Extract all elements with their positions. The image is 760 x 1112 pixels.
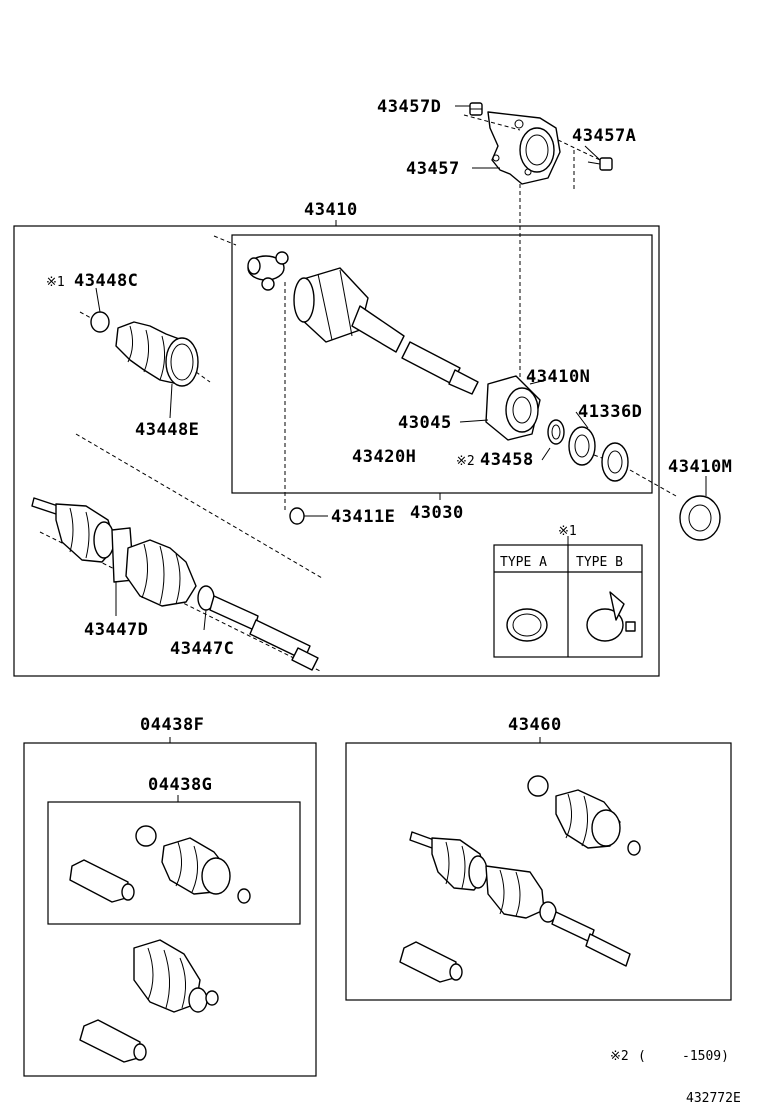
footer-note-text: -1509)	[682, 1049, 729, 1064]
label-43420H: 43420H	[352, 447, 416, 467]
label-43448E: 43448E	[135, 420, 199, 440]
footer-note-mark: ※2	[610, 1049, 629, 1064]
type-b-label: TYPE B	[576, 555, 623, 570]
note1-mark-43448C: ※1	[46, 275, 65, 290]
inboard-joint-housing	[293, 267, 479, 395]
label-04438G: 04438G	[148, 775, 212, 795]
diagram-id: 432772E	[686, 1091, 741, 1106]
outboard-shaft	[31, 497, 319, 671]
label-43045: 43045	[398, 413, 452, 433]
label-43457A: 43457A	[572, 126, 636, 146]
note2-mark-43458: ※2	[456, 454, 475, 469]
kit-04438G-contents	[69, 825, 251, 904]
label-43457D: 43457D	[377, 97, 441, 117]
bracket-bolt-left	[469, 102, 483, 116]
label-43448C: 43448C	[74, 271, 138, 291]
inner-shaft-43030-frame	[231, 234, 653, 494]
type-a-label: TYPE A	[500, 555, 547, 570]
footer-note-paren: (	[638, 1049, 646, 1064]
bearing-bracket	[487, 111, 561, 185]
center-bearing	[485, 375, 541, 441]
label-43458: 43458	[480, 450, 534, 470]
label-43411E: 43411E	[331, 507, 395, 527]
label-43447C: 43447C	[170, 639, 234, 659]
oil-seal-41336D	[601, 442, 629, 482]
label-04438F: 04438F	[140, 715, 204, 735]
snap-ring-43411E	[289, 507, 305, 525]
kit-43460-frame	[345, 742, 732, 1001]
inboard-boot	[115, 321, 199, 387]
boot-clamp-43448C	[90, 311, 110, 333]
label-43030: 43030	[410, 503, 464, 523]
label-41336D: 41336D	[578, 402, 642, 422]
label-43447D: 43447D	[84, 620, 148, 640]
label-43410: 43410	[304, 200, 358, 220]
label-43460: 43460	[508, 715, 562, 735]
kit-43460-contents	[399, 775, 641, 983]
kit-04438F-contents	[79, 939, 219, 1063]
label-43410N: 43410N	[526, 367, 590, 387]
label-43410M: 43410M	[668, 457, 732, 477]
clamp-type-table	[493, 536, 643, 658]
snap-ring-43458	[547, 419, 565, 445]
bearing-ring	[568, 426, 596, 466]
tripod-joint	[247, 251, 289, 291]
label-43457: 43457	[406, 159, 460, 179]
bracket-bolt-right	[587, 157, 613, 171]
oil-seal-43410M	[679, 495, 721, 541]
kit-04438G-frame	[47, 801, 301, 925]
type-table-note-mark: ※1	[558, 524, 577, 539]
